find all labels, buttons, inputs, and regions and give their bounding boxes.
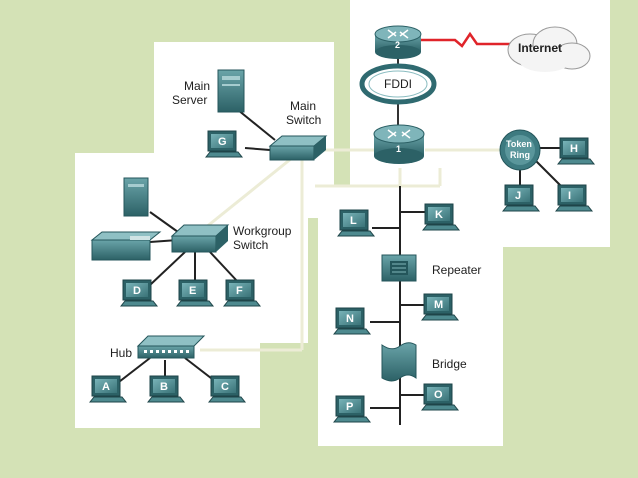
pc-l: L	[336, 209, 376, 237]
pc-l-label: L	[350, 215, 357, 227]
fddi-label: FDDI	[384, 77, 412, 91]
fddi-ring: FDDI	[359, 63, 437, 105]
bridge: Bridge	[381, 342, 467, 382]
main-server-label-2: Server	[172, 93, 207, 107]
link-wg-d	[149, 251, 186, 286]
pc-i: I	[554, 184, 594, 212]
pc-k-label: K	[435, 209, 443, 221]
pc-f: F	[222, 279, 262, 307]
pc-j: J	[501, 184, 541, 212]
workgroup-switch-label-2: Switch	[233, 238, 268, 252]
pc-b: B	[146, 375, 186, 403]
pc-d-label: D	[133, 285, 141, 297]
pc-n: N	[332, 307, 372, 335]
router-2: 2	[374, 25, 422, 59]
workstations: G D E F A B C L K N M P O H J I	[88, 130, 596, 423]
router-1-label: 1	[396, 144, 401, 154]
main-switch-label-1: Main	[290, 99, 316, 113]
link-router2-internet	[420, 31, 510, 48]
pc-d: D	[119, 279, 159, 307]
pc-o-label: O	[434, 389, 443, 401]
link-wg-f	[209, 251, 239, 283]
link-g-switch	[244, 147, 271, 151]
pc-h: H	[556, 137, 596, 165]
workgroup-switch: Workgroup Switch	[170, 224, 292, 253]
internet-label: Internet	[518, 41, 562, 55]
pc-o: O	[420, 383, 460, 411]
pc-c-label: C	[221, 381, 229, 393]
pc-j-label: J	[515, 190, 521, 202]
main-switch-label-2: Switch	[286, 113, 321, 127]
link-wg-server	[149, 211, 179, 233]
token-ring-label-1: Token	[506, 139, 532, 149]
pc-b-label: B	[160, 381, 168, 393]
printer	[90, 231, 162, 261]
pc-i-label: I	[568, 190, 571, 202]
internet-cloud: Internet	[507, 26, 591, 72]
router-1: 1	[373, 124, 425, 164]
workgroup-server	[123, 177, 149, 217]
pc-n-label: N	[346, 313, 354, 325]
main-server-label-1: Main	[184, 79, 210, 93]
pc-p: P	[332, 395, 372, 423]
pc-e-label: E	[189, 285, 196, 297]
link-main-switch-workgroup	[204, 156, 293, 230]
pc-f-label: F	[236, 285, 243, 297]
repeater: Repeater	[381, 254, 481, 282]
pc-g-label: G	[218, 136, 227, 148]
hub: Hub	[110, 335, 206, 360]
token-ring-label-2: Ring	[510, 150, 530, 160]
pc-g: G	[204, 130, 244, 158]
pc-m-label: M	[434, 299, 443, 311]
pc-a-label: A	[102, 381, 110, 393]
hub-label: Hub	[110, 346, 132, 360]
pc-h-label: H	[570, 143, 578, 155]
pc-c: C	[207, 375, 247, 403]
workgroup-switch-label-1: Workgroup	[233, 224, 292, 238]
router-2-label: 2	[395, 40, 400, 50]
panel-hub	[75, 315, 260, 428]
pc-k: K	[421, 203, 461, 231]
repeater-label: Repeater	[432, 263, 481, 277]
main-switch: Main Switch	[268, 99, 328, 161]
bridge-label: Bridge	[432, 357, 467, 371]
main-server: Main Server	[172, 69, 245, 113]
pc-m: M	[420, 293, 460, 321]
pc-a: A	[88, 375, 128, 403]
pc-p-label: P	[346, 401, 353, 413]
link-hub-a	[114, 357, 151, 386]
pc-e: E	[175, 279, 215, 307]
token-ring: Token Ring	[499, 129, 541, 171]
link-server-switch	[237, 109, 276, 141]
